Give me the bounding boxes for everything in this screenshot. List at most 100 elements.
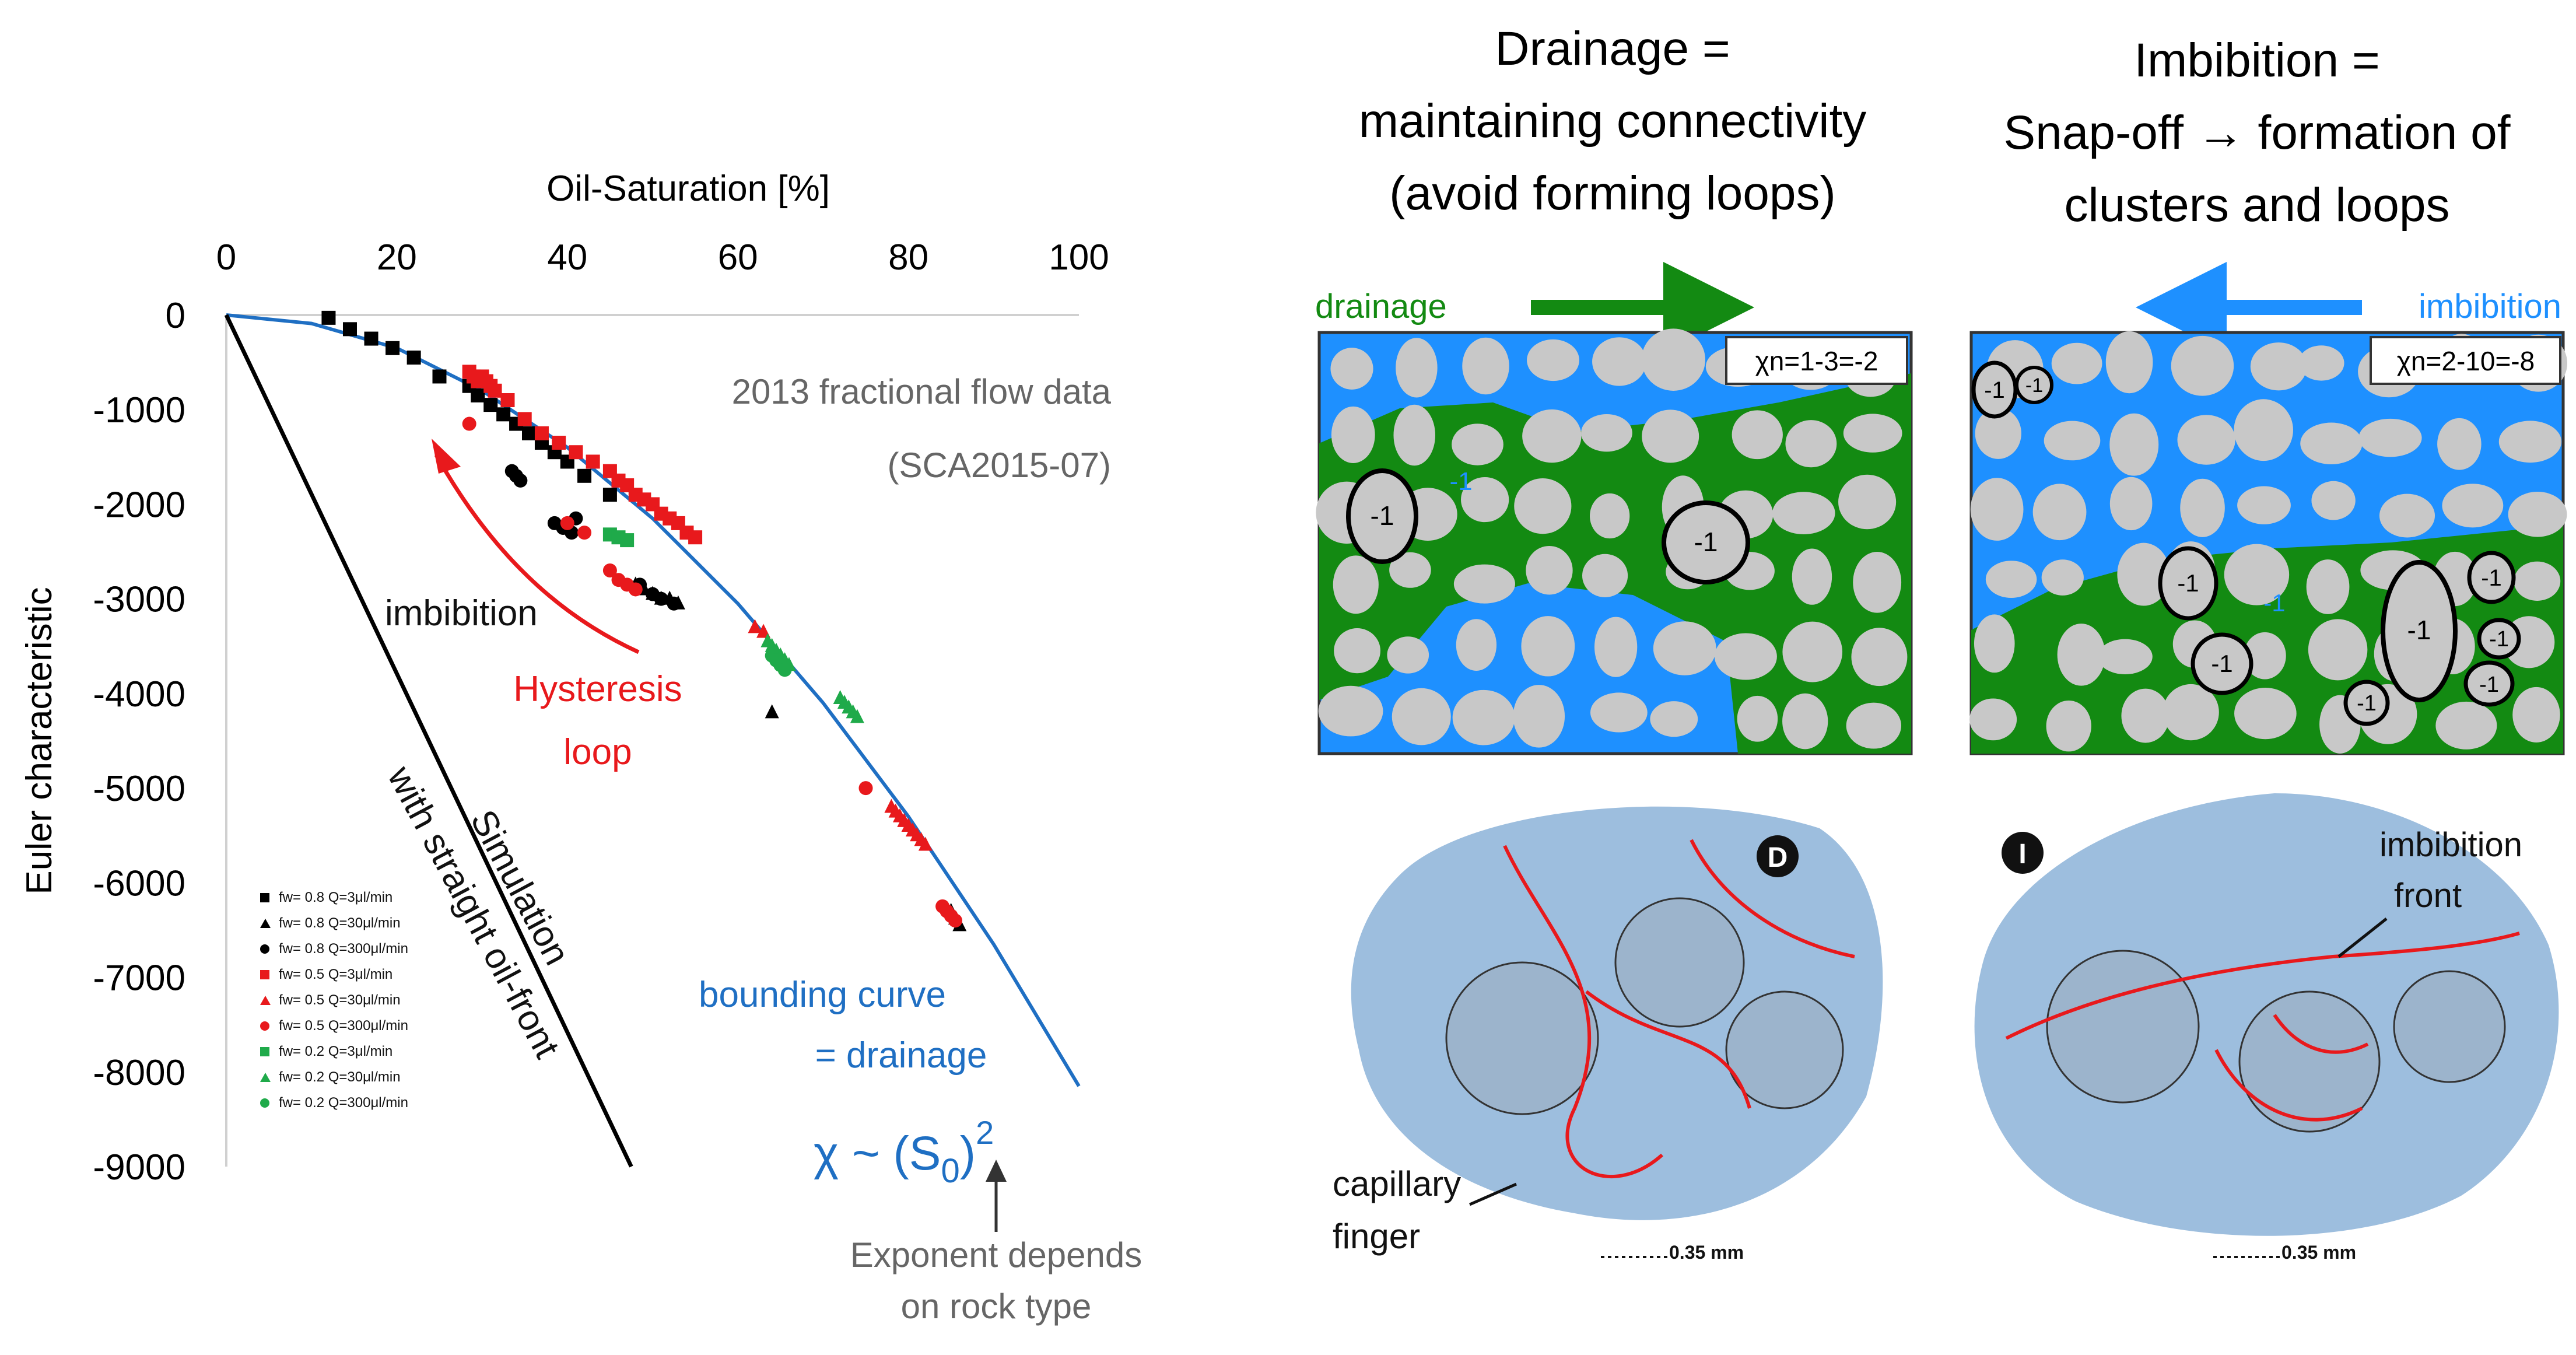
- grain: [2171, 335, 2234, 396]
- grain: [1853, 552, 1902, 613]
- x-tick-label: 80: [888, 237, 928, 278]
- grain: [2250, 342, 2307, 391]
- grain: [2117, 542, 2170, 606]
- chart-legend: fw= 0.8 Q=3μl/min fw= 0.8 Q=30μl/min fw=…: [260, 890, 482, 1135]
- legend-label: fw= 0.8 Q=300μl/min: [279, 941, 408, 957]
- data-point-triangle: [850, 709, 864, 723]
- grain: [1393, 404, 1435, 466]
- grain: [2041, 559, 2084, 596]
- scale-bar-label: 0.35 mm: [1669, 1242, 1744, 1263]
- imbibition-front-arrow: [2337, 918, 2388, 958]
- x-tick-label: 0: [216, 237, 236, 278]
- data-point-circle: [602, 563, 617, 577]
- legend-marker-circle: [260, 1021, 269, 1031]
- legend-label: fw= 0.8 Q=3μl/min: [279, 890, 393, 905]
- grain: [1456, 619, 1497, 671]
- contact-line: [1503, 839, 1855, 1179]
- grain: [1581, 414, 1632, 452]
- legend-label: fw= 0.5 Q=300μl/min: [279, 1018, 408, 1034]
- data-point-triangle: [765, 704, 779, 719]
- drainage-title: Drainage = maintaining connectivity (avo…: [1260, 13, 1965, 230]
- grain: [2177, 415, 2235, 465]
- grain: [2498, 421, 2562, 463]
- cluster-label: -1: [2489, 627, 2509, 652]
- grain: [1392, 688, 1451, 745]
- data-point-circle: [948, 913, 963, 928]
- oil-cluster: [2343, 680, 2390, 726]
- y-tick-label: -7000: [93, 958, 185, 999]
- grain: [2180, 478, 2225, 537]
- legend-marker-triangle: [260, 1073, 271, 1082]
- oil-cluster: [1346, 468, 1418, 564]
- data-point-circle: [628, 582, 643, 597]
- imbibition-3d-render: I imbibition front 0.35 mm: [1974, 793, 2559, 1263]
- data-point-square: [569, 445, 583, 460]
- grain: [1785, 420, 1837, 468]
- data-point-square: [577, 468, 592, 483]
- y-tick-label: -3000: [93, 580, 185, 620]
- grain: [2514, 561, 2561, 601]
- y-tick-label: -4000: [93, 674, 185, 715]
- imbibition-title-line: Snap-off → formation of: [2003, 106, 2511, 159]
- data-point-triangle: [756, 624, 771, 638]
- data-point-square: [500, 393, 515, 407]
- cluster-label: -1: [2357, 691, 2377, 716]
- hysteresis-label-2: loop: [563, 732, 632, 772]
- legend-label: fw= 0.8 Q=30μl/min: [279, 915, 401, 931]
- grain: [1843, 414, 1902, 453]
- data-point-square: [688, 530, 703, 545]
- hysteresis-arrow-head: [432, 439, 461, 474]
- badge-d: [1757, 835, 1799, 877]
- grain: [2046, 700, 2091, 752]
- data-point-triangle: [918, 836, 933, 851]
- legend-label: fw= 0.2 Q=30μl/min: [279, 1069, 401, 1085]
- legend-marker-circle: [260, 944, 269, 954]
- exponent-label-1: Exponent depends: [850, 1235, 1142, 1275]
- drainage-title-line: (avoid forming loops): [1389, 167, 1836, 220]
- grain: [2057, 624, 2105, 686]
- legend-label: fw= 0.2 Q=300μl/min: [279, 1095, 408, 1111]
- data-point-square: [620, 533, 635, 548]
- grain: [1772, 492, 1835, 534]
- grain-sphere: [2238, 990, 2381, 1133]
- x-tick-label: 40: [547, 237, 587, 278]
- grain: [1970, 478, 2024, 541]
- grain: [1334, 628, 1380, 674]
- data-point-circle: [667, 596, 681, 611]
- chi-imbibition: χn=2-10=-8: [2397, 346, 2535, 376]
- water-loop-label: -1: [1449, 467, 1472, 496]
- y-tick-label: -1000: [93, 390, 185, 430]
- grain: [1453, 564, 1515, 604]
- data-points: [321, 310, 967, 932]
- cluster-label: -1: [2177, 569, 2199, 597]
- grain: [1590, 493, 1630, 539]
- grain: [1387, 636, 1429, 674]
- y-tick-labels: 0-1000-2000-3000-4000-5000-6000-7000-800…: [93, 296, 185, 1188]
- grain: [2379, 493, 2435, 538]
- data-point-square: [522, 426, 537, 440]
- data-point-square: [321, 310, 336, 325]
- legend-marker-triangle: [260, 996, 271, 1005]
- grain: [1521, 616, 1575, 677]
- grain: [1590, 692, 1648, 733]
- grain: [2234, 688, 2297, 740]
- grain: [1969, 698, 2017, 741]
- data-point-circle: [462, 416, 476, 431]
- drainage-title-line: maintaining connectivity: [1358, 94, 1867, 148]
- pore-panels: drainage imbibition -1 -1 -1 χn=1-3=-2 -…: [1315, 262, 2568, 1263]
- imbibition-pore-panel: -1 -1 -1 -1 -1 -1 -1 -1 -1 -1 χn=2-10=-8: [1969, 331, 2568, 755]
- y-tick-label: -6000: [93, 863, 185, 904]
- badge-d-label: D: [1768, 842, 1788, 873]
- grain: [2308, 619, 2368, 681]
- grain: [2044, 421, 2101, 461]
- grain: [2237, 486, 2291, 524]
- grain: [1330, 348, 1373, 390]
- oil-cluster: [2015, 366, 2053, 404]
- data-point-circle: [858, 781, 873, 796]
- grain: [2109, 413, 2159, 476]
- grain: [1452, 423, 1503, 465]
- drainage-arrow-label: drainage: [1315, 288, 1447, 325]
- imbibition-front-label-1: imbibition: [2379, 826, 2522, 864]
- grain-sphere: [2393, 970, 2506, 1083]
- legend-label: fw= 0.2 Q=3μl/min: [279, 1044, 393, 1059]
